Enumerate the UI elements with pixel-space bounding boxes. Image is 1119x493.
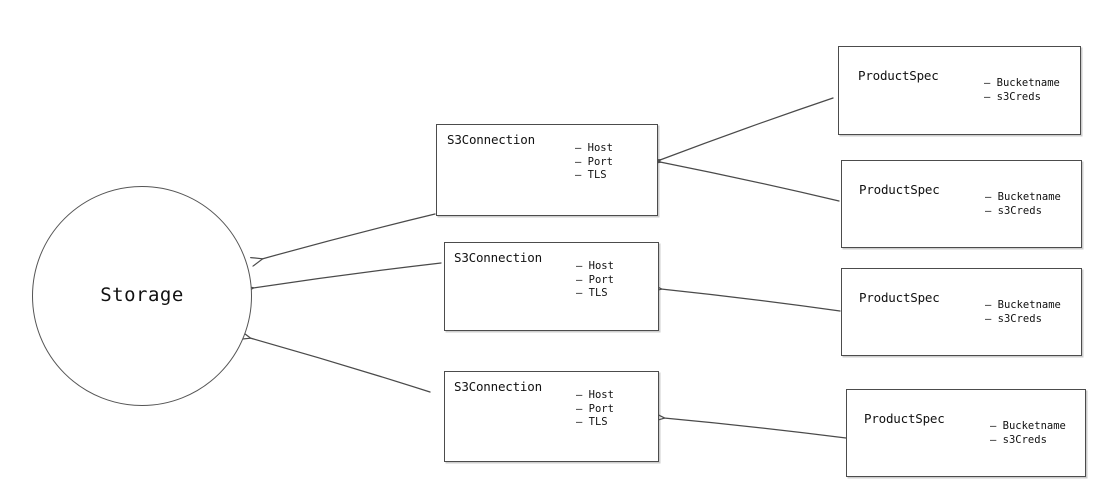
attribute-item: – s3Creds [990, 433, 1047, 446]
conn3-to-storage [250, 338, 431, 393]
node-productspec-4-title: ProductSpec [864, 411, 945, 426]
node-productspec-3[interactable] [841, 268, 1082, 356]
node-s3connection-2[interactable] [444, 242, 659, 331]
node-productspec-2-title: ProductSpec [859, 182, 940, 197]
node-productspec-3-attributes: – Bucketname – s3Creds [985, 299, 1061, 326]
spec4-to-conn3 [664, 418, 847, 439]
node-s3connection-3-attributes: – Host – Port – TLS [576, 389, 614, 430]
node-s3connection-2-title: S3Connection [454, 250, 542, 265]
node-s3connection-2-attributes: – Host – Port – TLS [576, 260, 614, 301]
attribute-item: – Bucketname [985, 191, 1061, 203]
attribute-item: – Host [575, 142, 613, 154]
node-s3connection-1[interactable] [436, 124, 658, 216]
attribute-item: – Bucketname [985, 299, 1061, 311]
node-productspec-2[interactable] [841, 160, 1082, 248]
attribute-item: – TLS [576, 287, 608, 299]
attribute-item: – Port [575, 155, 613, 168]
node-productspec-2-attributes: – Bucketname – s3Creds [985, 191, 1061, 218]
node-productspec-4-attributes: – Bucketname – s3Creds [990, 420, 1066, 447]
node-productspec-1[interactable] [838, 46, 1081, 135]
node-productspec-1-title: ProductSpec [858, 68, 939, 83]
node-productspec-4[interactable] [846, 389, 1086, 477]
attribute-item: – Bucketname [984, 77, 1060, 89]
node-storage[interactable] [32, 186, 252, 406]
node-s3connection-1-attributes: – Host – Port – TLS [575, 142, 613, 183]
node-productspec-1-attributes: – Bucketname – s3Creds [984, 77, 1060, 104]
node-storage-label: Storage [100, 284, 184, 306]
attribute-item: – Host [576, 389, 614, 401]
attribute-item: – s3Creds [984, 90, 1041, 103]
node-s3connection-3[interactable] [444, 371, 659, 462]
node-s3connection-1-title: S3Connection [447, 132, 535, 147]
attribute-item: – Port [576, 402, 614, 415]
attribute-item: – Host [576, 260, 614, 272]
spec3-to-conn2 [661, 289, 841, 312]
spec2-to-conn1 [660, 162, 840, 202]
attribute-item: – Bucketname [990, 420, 1066, 432]
node-s3connection-3-title: S3Connection [454, 379, 542, 394]
node-productspec-3-title: ProductSpec [859, 290, 940, 305]
attribute-item: – TLS [576, 416, 608, 428]
attribute-item: – s3Creds [985, 312, 1042, 325]
attribute-item: – s3Creds [985, 204, 1042, 217]
spec1-to-conn1 [660, 97, 834, 160]
attribute-item: – Port [576, 273, 614, 286]
attribute-item: – TLS [575, 169, 607, 181]
conn2-to-storage [253, 262, 442, 288]
conn1-to-storage [262, 213, 436, 259]
